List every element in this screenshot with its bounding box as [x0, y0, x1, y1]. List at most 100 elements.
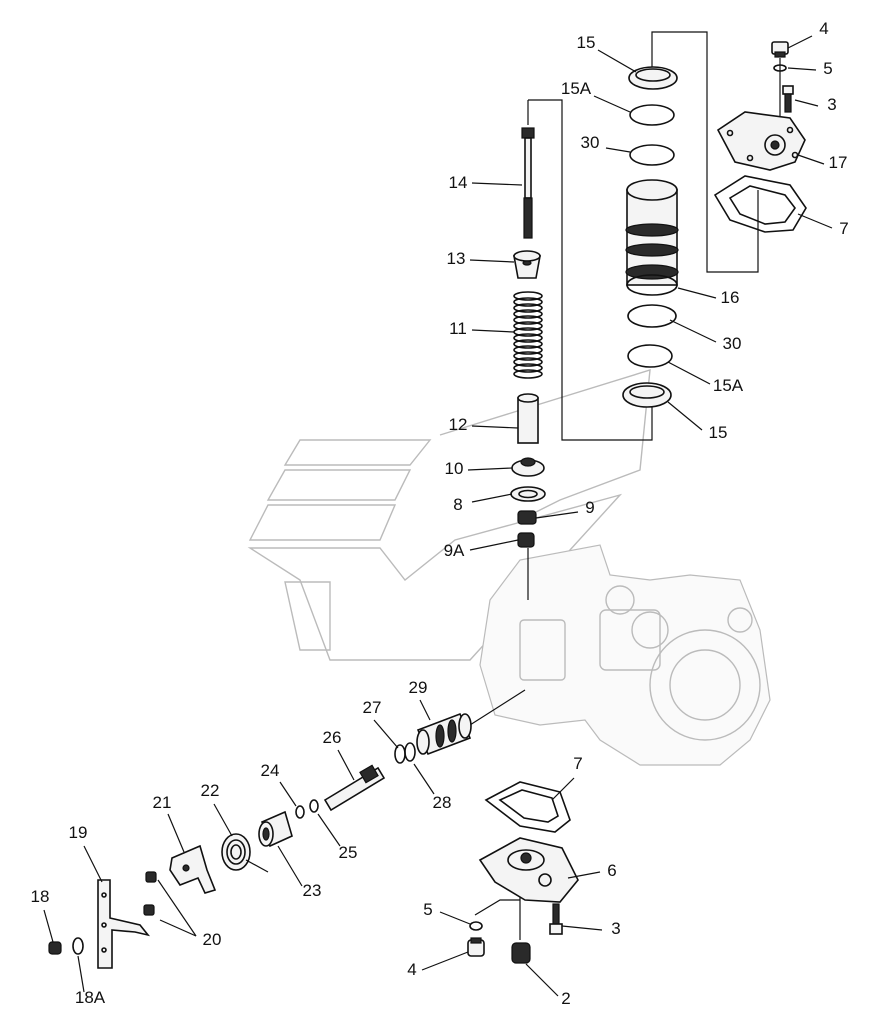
callout-leader-line	[83, 845, 103, 883]
callout-label: 15	[709, 423, 728, 442]
callout-label: 23	[303, 881, 322, 900]
callout-leader-line	[419, 699, 431, 721]
spring-coil	[513, 333, 543, 343]
callout-label: 30	[581, 133, 600, 152]
background-watermark	[247, 369, 651, 661]
callout-leader-line	[469, 539, 519, 551]
part-12-rod	[517, 393, 539, 444]
callout-leader-line	[157, 879, 197, 937]
part-3-top-bolt	[782, 85, 794, 113]
part-17-cover	[716, 111, 806, 171]
callout-label: 14	[449, 173, 468, 192]
callout-leader-line	[593, 95, 631, 113]
part-13-spring-cap	[513, 250, 541, 279]
callout-leader-line	[794, 99, 819, 107]
spring-coil	[513, 321, 543, 331]
callout-label: 29	[409, 678, 428, 697]
part-4-bottom-plug	[467, 937, 485, 957]
callout-leader-line	[667, 401, 703, 431]
callout-label: 12	[449, 415, 468, 434]
callout-label: 17	[829, 153, 848, 172]
part-15a-top-ring	[629, 104, 675, 126]
callout-label: 10	[445, 459, 464, 478]
callout-label: 3	[611, 919, 620, 938]
part-5-top-washer	[773, 64, 787, 72]
part-6-cover-plate	[478, 837, 579, 903]
callout-label: 8	[453, 495, 462, 514]
callout-leader-line	[525, 963, 559, 997]
callout-leader-line	[373, 719, 399, 749]
part-23-bushing	[258, 810, 293, 848]
spring-coil	[513, 339, 543, 349]
part-15-lower-seal	[622, 382, 672, 408]
callout-label: 26	[323, 728, 342, 747]
callout-leader-line	[561, 925, 603, 931]
callout-label: 7	[573, 754, 582, 773]
callout-leader-line	[787, 35, 813, 49]
callout-label: 30	[723, 334, 742, 353]
callout-label: 15	[577, 33, 596, 52]
part-3-bottom-bolt	[549, 903, 563, 935]
callout-label: 4	[819, 19, 828, 38]
spring-coil	[513, 291, 543, 301]
callout-leader-line	[597, 49, 637, 73]
callout-leader-line	[159, 919, 197, 937]
callout-leader-line	[213, 803, 233, 837]
part-7-bottom-gasket	[484, 781, 571, 833]
spring-coil	[513, 297, 543, 307]
part-7-top-gasket	[713, 175, 807, 233]
callout-label: 18A	[75, 988, 106, 1007]
callout-leader-line	[337, 749, 355, 781]
part-4-top-plug	[771, 41, 789, 58]
part-26-shaft	[323, 764, 386, 812]
part-10-seat	[511, 457, 545, 477]
callout-label: 13	[447, 249, 466, 268]
part-21-lever	[169, 844, 217, 894]
callout-leader-line	[471, 182, 523, 186]
part-20-screws	[143, 871, 157, 916]
callout-label: 27	[363, 698, 382, 717]
callout-label: 25	[339, 843, 358, 862]
part-9-nut	[517, 510, 537, 525]
part-19-bracket	[97, 879, 151, 969]
spring-coil	[513, 345, 543, 355]
part-22-torsion-spring	[221, 833, 269, 873]
callout-label: 5	[823, 59, 832, 78]
spring-coil	[513, 309, 543, 319]
part-25-o-ring	[309, 799, 319, 813]
spring-coil	[513, 303, 543, 313]
callout-label: 3	[827, 95, 836, 114]
part-29-spool	[416, 712, 472, 756]
callout-leader-line	[467, 467, 513, 471]
callout-leader-line	[667, 361, 711, 385]
part-18-nut	[48, 941, 62, 955]
part-30-top-ring	[629, 144, 675, 166]
callout-leader-line	[421, 951, 469, 971]
callout-leader-line	[669, 319, 717, 343]
callout-label: 9	[585, 498, 594, 517]
callout-leader-line	[535, 511, 579, 519]
callout-label: 9A	[444, 541, 465, 560]
assembly-lines	[439, 31, 781, 940]
callout-leader-line	[43, 909, 54, 943]
callout-label: 6	[607, 861, 616, 880]
part-15-top-seal	[628, 66, 678, 90]
callout-leader-line	[787, 67, 817, 71]
part-14-long-bolt	[521, 127, 535, 239]
part-18a-washer	[72, 937, 84, 955]
spring-coil	[513, 315, 543, 325]
callout-leader-line	[471, 329, 515, 333]
spring-coil	[513, 369, 543, 379]
callout-label: 11	[449, 319, 467, 338]
callout-label: 24	[261, 761, 280, 780]
callout-leader-line	[797, 154, 825, 165]
callout-label: 22	[201, 781, 220, 800]
callout-leader-line	[277, 845, 303, 887]
callout-label: 2	[561, 989, 570, 1008]
part-16-piston	[625, 179, 679, 296]
callout-leader-line	[797, 213, 833, 229]
callout-leader-line	[471, 425, 519, 429]
part-27-o-ring	[394, 744, 406, 764]
callout-label: 4	[407, 960, 416, 979]
